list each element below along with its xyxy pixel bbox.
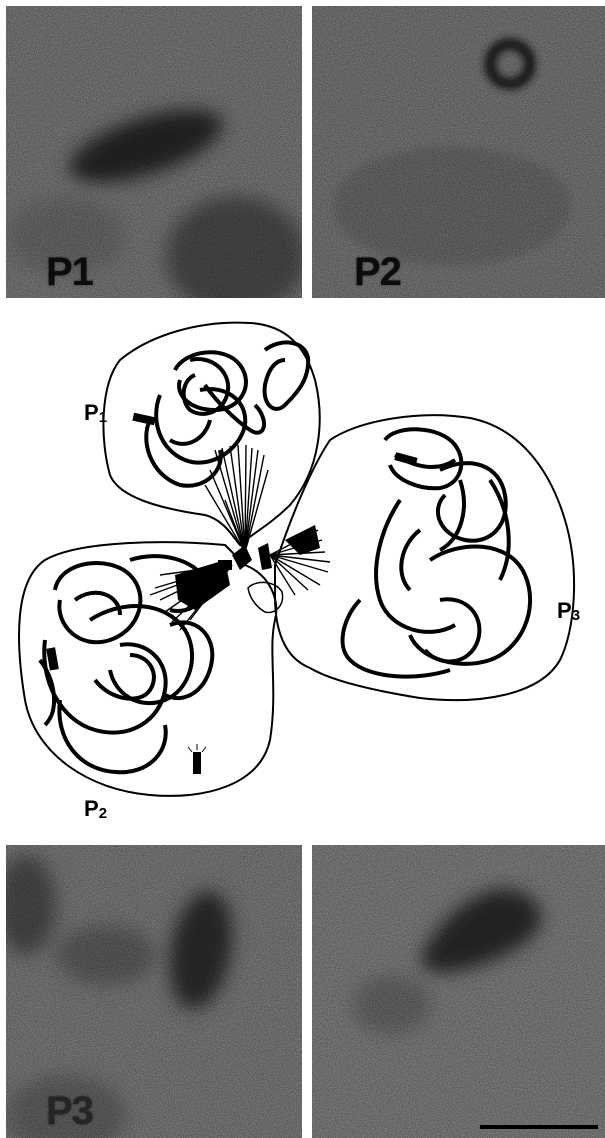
nucleus-outline-p1 xyxy=(103,323,319,545)
diagram-label-p1: P1 xyxy=(84,400,107,426)
chromosome-diagram: P1 P2 P3 xyxy=(0,300,605,845)
micrograph-label-p2: P2 xyxy=(354,250,401,295)
micrograph-bottom-left: P3 xyxy=(6,845,302,1138)
micrograph-top-left: P1 xyxy=(6,6,302,298)
nucleus-outline-p3 xyxy=(275,415,574,700)
micrograph-top-right: P2 xyxy=(312,6,605,298)
micrograph-label-p3: P3 xyxy=(46,1089,93,1134)
chromatin-p1 xyxy=(146,342,308,485)
micrograph-label-p1: P1 xyxy=(46,250,93,295)
diagram-label-p2: P2 xyxy=(84,796,107,822)
chromatin-p3 xyxy=(343,429,531,676)
micrograph-bottom-right xyxy=(312,845,605,1138)
diagram-label-p3: P3 xyxy=(557,598,580,624)
scale-bar xyxy=(480,1125,598,1129)
